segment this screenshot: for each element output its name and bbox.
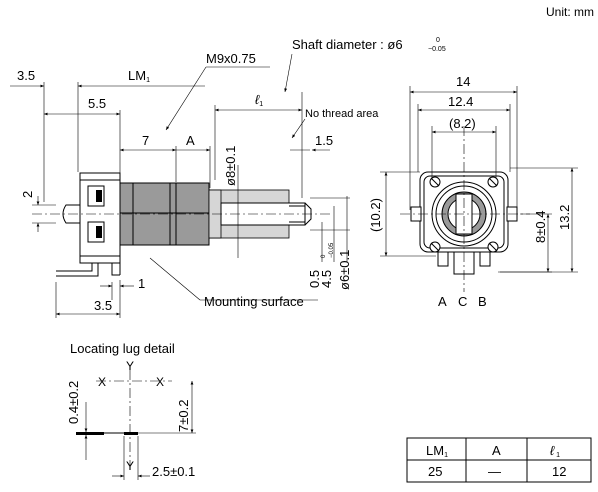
table-header-l1: ℓ 1 (550, 443, 560, 459)
side-view: 3.5 LM1 M9x0.75 Shaft diameter : ø6 0 −0… (10, 37, 446, 318)
mounting-surface-label: Mounting surface (204, 294, 304, 309)
shaft-tol-lower: −0.05 (428, 46, 446, 53)
unit-label: Unit: mm (546, 5, 594, 19)
table-header-a: A (492, 443, 501, 458)
dim-0-4: 0.4±0.2 (66, 381, 81, 424)
table-cell-a: — (488, 464, 501, 479)
dim-3-5-bottom: 3.5 (94, 298, 112, 313)
dim-4-5-tol-lower: −0.05 (329, 242, 335, 258)
no-thread-area: No thread area (305, 108, 379, 120)
axis-x-left: X (98, 375, 106, 389)
dim-2: 2 (20, 191, 35, 198)
dim-0-5: 0.5 (307, 270, 322, 288)
dim-7: 7 (142, 133, 149, 148)
dim-10-2: (10.2) (368, 198, 383, 232)
terminal-c: C (458, 294, 467, 309)
dim-4-5: 4.5 (319, 270, 334, 288)
shaft-diameter-label: Shaft diameter : ø6 (292, 37, 403, 52)
lug-detail: Locating lug detail X X Y Y 0.4±0.2 7±0.… (66, 341, 196, 480)
dim-phi6: ø6±0.1 (337, 250, 352, 290)
dim-lm: LM1 (128, 68, 150, 84)
dim-phi8: ø8±0.1 (223, 146, 238, 186)
dim-8-2: (8.2) (449, 116, 476, 131)
dim-8-0-4: 8±0.4 (533, 211, 548, 243)
dim-3-5-top: 3.5 (17, 68, 35, 83)
dim-14: 14 (456, 74, 470, 89)
front-view: 14 12.4 (8.2) (10.2) 8±0.4 13.2 A C B (368, 74, 578, 309)
dim-7-lug: 7±0.2 (176, 400, 191, 432)
terminal-b: B (478, 294, 487, 309)
dim-4-5-tol-upper: 0 (321, 254, 327, 258)
dimension-table: LM1 A ℓ 1 25 — 12 (406, 437, 592, 483)
terminal-a: A (438, 294, 447, 309)
dim-5-5: 5.5 (88, 96, 106, 111)
dim-1: 1 (138, 276, 145, 291)
table-header-lm: LM1 (426, 443, 448, 459)
axis-x-right: X (156, 375, 164, 389)
dim-thread: M9x0.75 (206, 51, 256, 66)
table-cell-lm: 25 (428, 464, 442, 479)
dim-l1: ℓ1 (255, 92, 263, 108)
lug-title: Locating lug detail (70, 341, 175, 356)
dim-2-5: 2.5±0.1 (152, 464, 195, 479)
dim-12-4: 12.4 (448, 94, 473, 109)
dim-a: A (186, 133, 195, 148)
table-cell-l1: 12 (552, 464, 566, 479)
dim-13-2: 13.2 (557, 205, 572, 230)
axis-y-top: Y (126, 359, 134, 373)
dim-1-5: 1.5 (315, 133, 333, 148)
axis-y-bottom: Y (126, 459, 134, 473)
shaft-tol-upper: 0 (436, 37, 440, 44)
